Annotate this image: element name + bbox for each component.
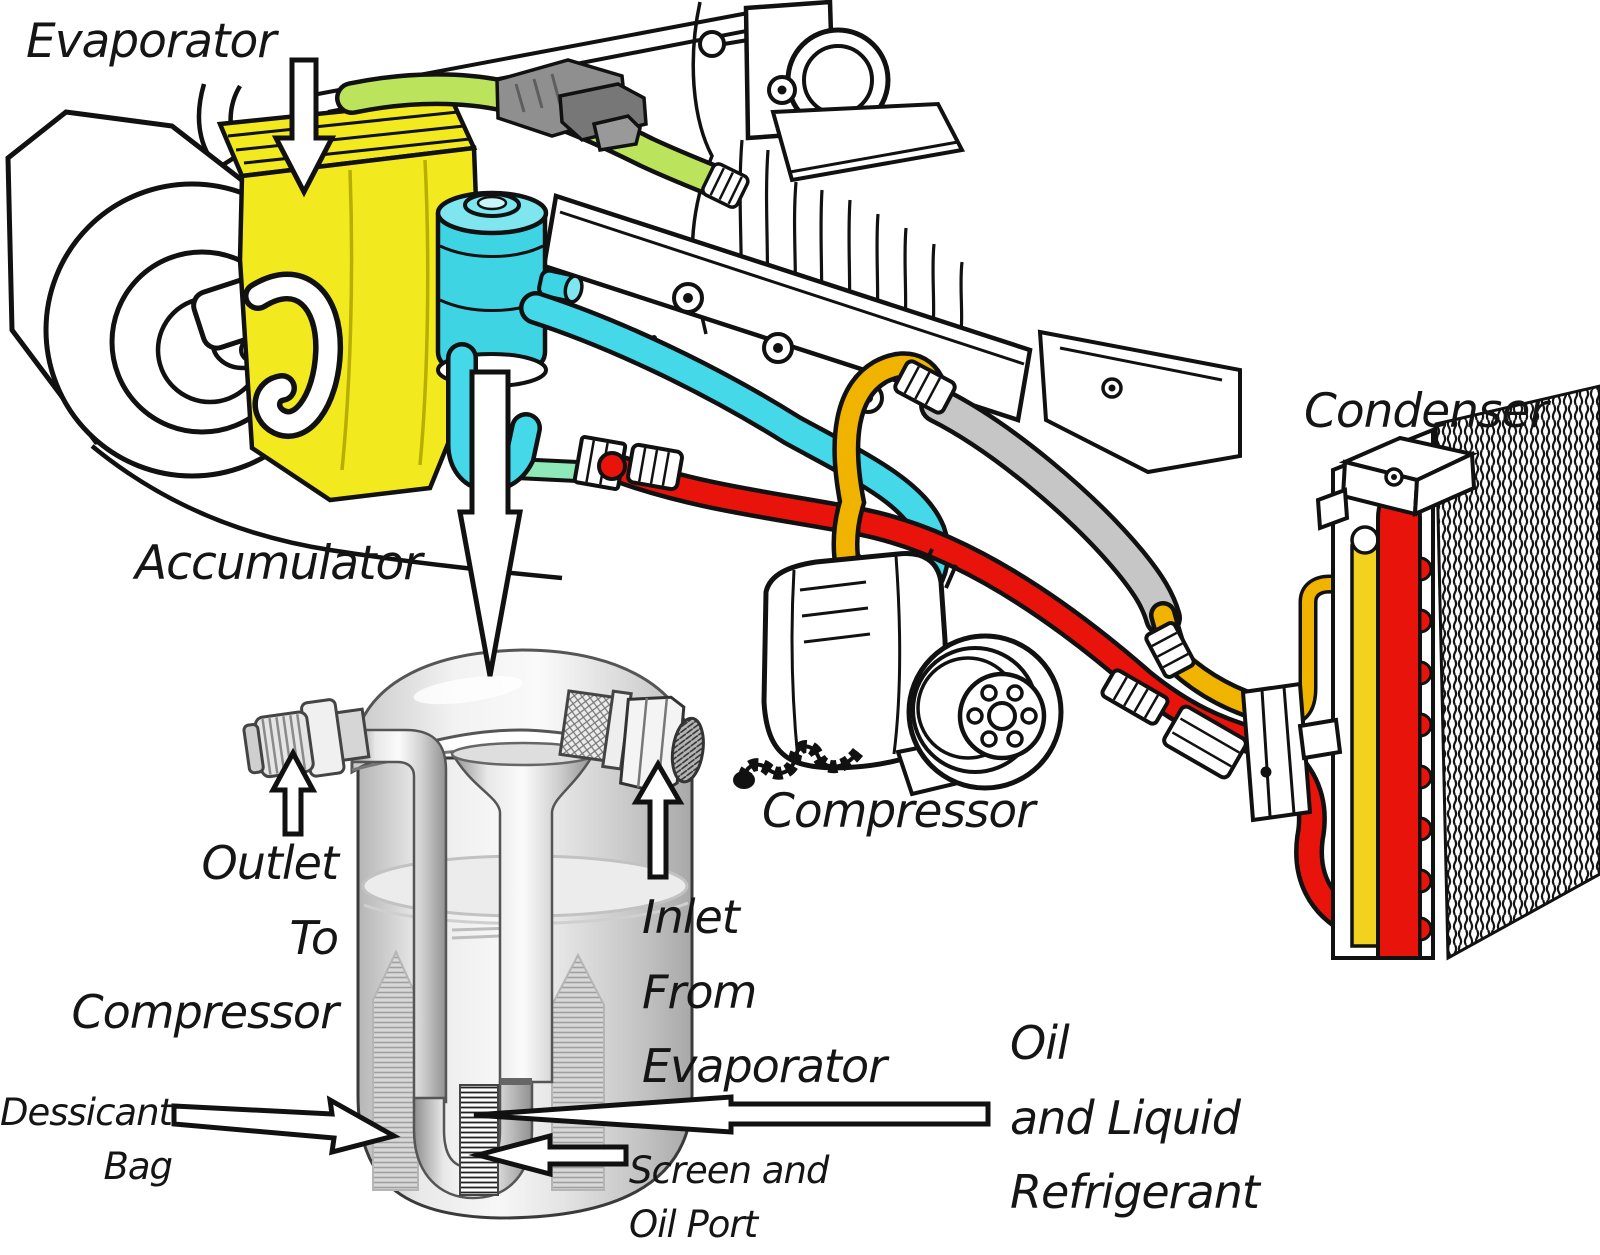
valve-cover-rail xyxy=(541,193,1033,423)
label-evaporator: Evaporator xyxy=(26,14,277,69)
vacuum-hose xyxy=(243,271,344,439)
outlet-up-arrow xyxy=(268,747,318,837)
condenser-unit xyxy=(1100,384,1600,961)
compressor-unit xyxy=(733,551,1064,797)
inlet-fitting xyxy=(558,689,705,795)
label-outlet-to-compressor: Outlet To Compressor xyxy=(71,836,339,1040)
compressor-pulley xyxy=(906,633,1064,791)
condenser-top-bracket xyxy=(1315,435,1479,531)
oil-left-arrow xyxy=(473,1094,991,1135)
dessicant-bag-left xyxy=(372,949,419,1191)
throttle-body xyxy=(698,0,891,141)
label-condenser: Condenser xyxy=(1304,384,1549,439)
compressor-wiring xyxy=(733,740,864,789)
hose-ferrule xyxy=(626,442,684,492)
screen-left-arrow xyxy=(468,1132,629,1178)
callout-arrows xyxy=(171,57,991,1178)
junction-fittings xyxy=(1100,668,1248,780)
hose-ferrule xyxy=(1144,621,1196,679)
label-dessicant-bag: Dessicant Bag xyxy=(0,1091,173,1189)
accumulator-down-arrow xyxy=(457,369,523,677)
label-screen-and-oil-port: Screen and Oil Port xyxy=(629,1149,829,1247)
condenser-clamp xyxy=(1240,681,1343,823)
engine-shelf xyxy=(770,101,966,183)
oil-screen xyxy=(459,1084,499,1196)
electrical-connector xyxy=(495,58,648,152)
evaporator-down-arrow xyxy=(271,57,337,198)
engine-mount-bracket xyxy=(1037,329,1242,475)
dessicant-right-arrow xyxy=(171,1095,401,1156)
hose-ferrule xyxy=(893,359,957,415)
inlet-up-arrow xyxy=(631,759,685,880)
label-accumulator: Accumulator xyxy=(135,536,423,591)
label-inlet-from-evaporator: Inlet From Evaporator xyxy=(642,890,887,1094)
condenser-red-pipe xyxy=(1376,487,1422,960)
label-compressor: Compressor xyxy=(762,784,1035,839)
accumulator-cutaway xyxy=(242,648,705,1220)
condenser-fins xyxy=(1434,384,1600,961)
label-oil-and-liquid-refrigerant: Oil and Liquid Refrigerant xyxy=(1010,1016,1260,1220)
oil-port xyxy=(500,1078,532,1085)
